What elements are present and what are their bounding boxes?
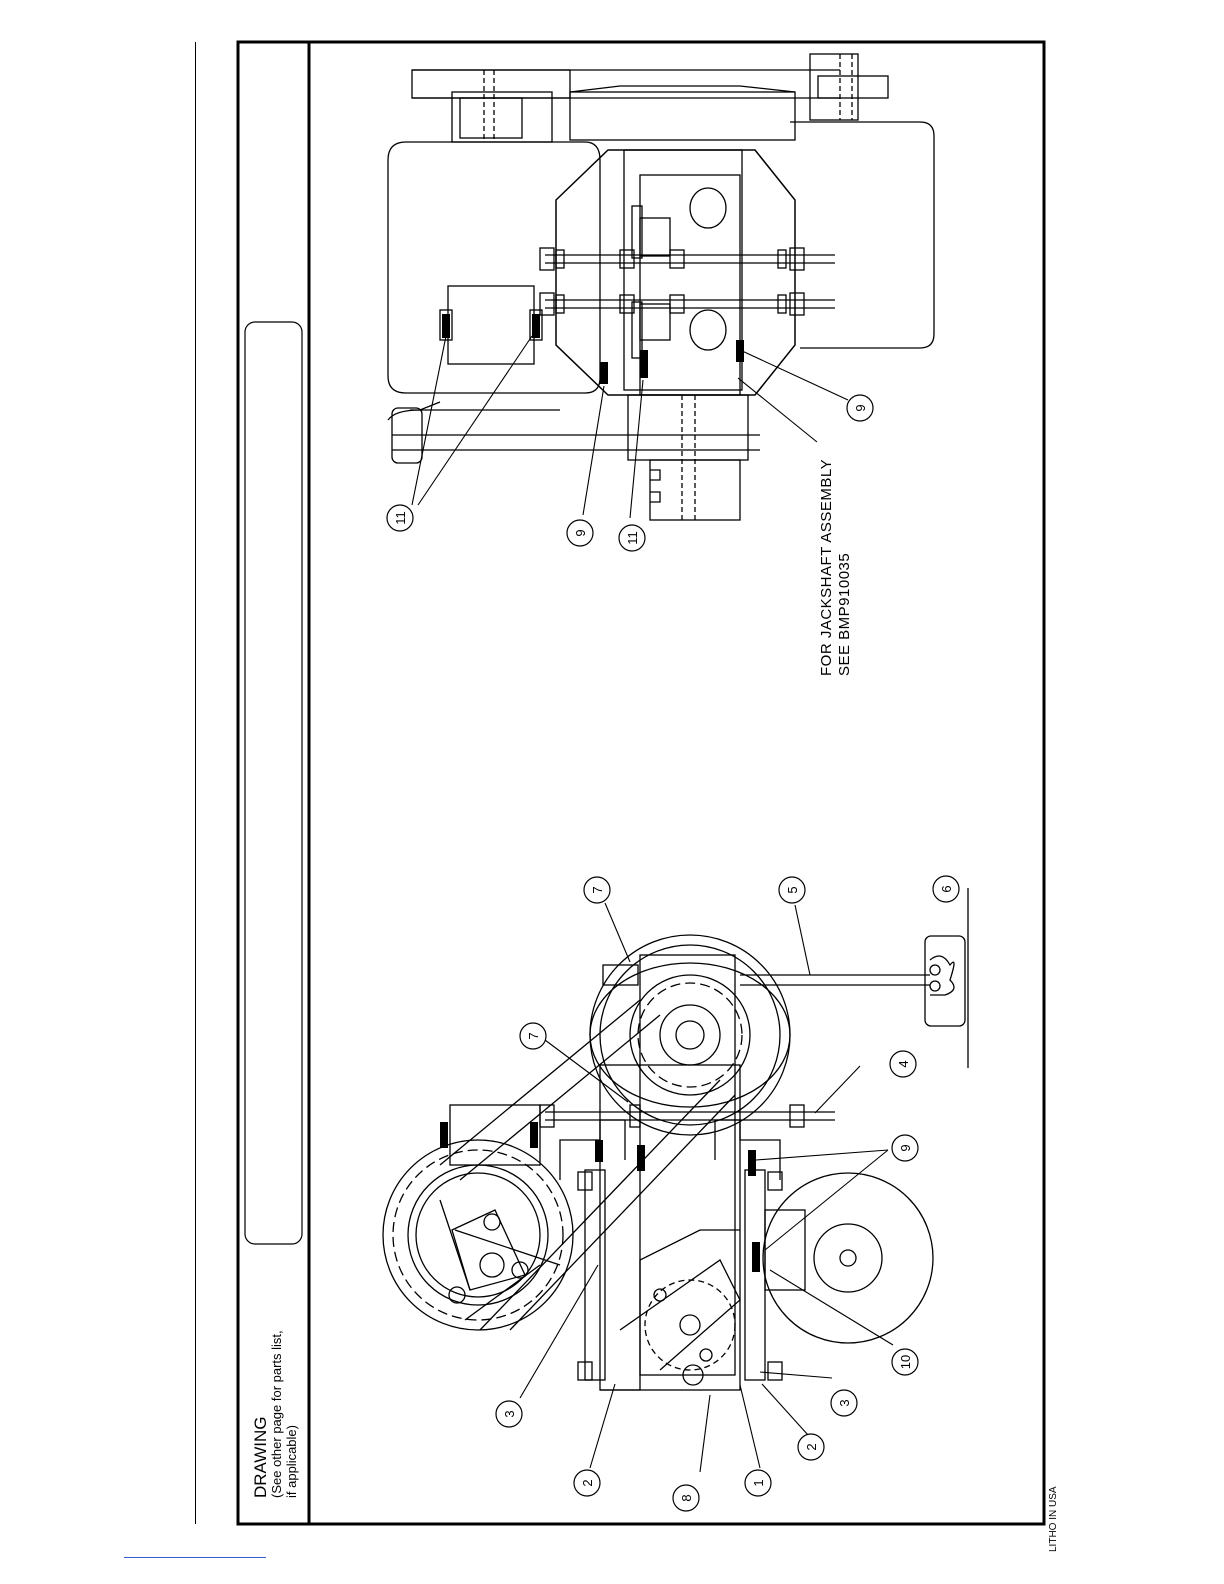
callout-11a: 11 <box>393 511 408 525</box>
sidebar-heading: DRAWING <box>251 1416 271 1498</box>
drawing-border <box>238 42 1044 1524</box>
sidebar-note-line2: if applicable) <box>284 1425 299 1498</box>
side-view-assembly <box>383 888 968 1390</box>
callout-8: 8 <box>679 1494 694 1501</box>
callout-10: 10 <box>898 1355 913 1369</box>
jackshaft-note-line2: SEE BMP910035 <box>836 553 853 676</box>
title-block-box <box>245 322 302 1244</box>
callout-7b: 7 <box>526 1032 541 1039</box>
callout-4: 4 <box>896 1060 911 1067</box>
top-view-assembly <box>388 54 934 520</box>
sidebar-note-line1: (See other page for parts list, <box>269 1330 284 1498</box>
callout-2a: 2 <box>580 1479 595 1486</box>
callout-6: 6 <box>939 885 954 892</box>
callout-5: 5 <box>785 886 800 893</box>
callout-3b: 3 <box>837 1399 852 1406</box>
callout-9a: 9 <box>898 1144 913 1151</box>
callout-1: 1 <box>751 1479 766 1486</box>
litho-footer: LITHO IN USA <box>1048 1486 1059 1552</box>
callout-9b: 9 <box>853 404 868 411</box>
callout-3a: 3 <box>502 1410 517 1417</box>
callout-11b: 11 <box>625 531 640 545</box>
jackshaft-note-line1: FOR JACKSHAFT ASSEMBLY <box>818 459 835 676</box>
callout-9c: 9 <box>573 529 588 536</box>
top-view-pads <box>442 314 744 384</box>
callout-balloons <box>387 395 959 1511</box>
callout-7a: 7 <box>590 886 605 893</box>
bottom-link-underline[interactable] <box>124 1557 266 1558</box>
callout-numbers: 1 2 2 3 3 4 5 6 7 7 8 9 9 10 9 11 11 <box>393 404 954 1501</box>
callout-2b: 2 <box>804 1443 819 1450</box>
